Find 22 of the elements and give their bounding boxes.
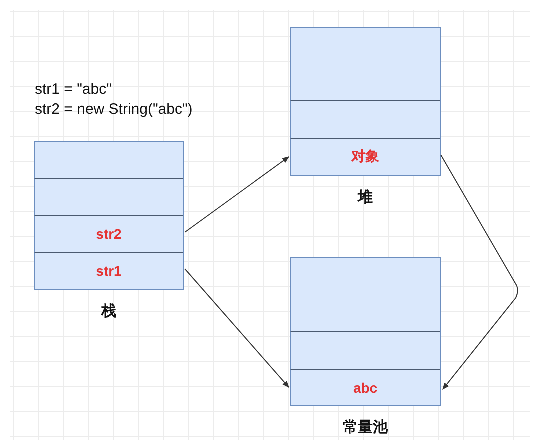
cell-text: str1 xyxy=(96,263,122,279)
memory-cell xyxy=(34,141,184,178)
cell-text: 对象 xyxy=(352,148,380,166)
block-title: 堆 xyxy=(358,188,373,207)
block-title: 栈 xyxy=(102,302,116,321)
code-text: str1 = "abc" xyxy=(35,81,112,98)
memory-cell xyxy=(290,257,441,331)
memory-cell xyxy=(290,331,441,369)
memory-cell xyxy=(290,27,441,100)
memory-cell xyxy=(34,215,184,252)
cell-text: str2 xyxy=(96,226,122,242)
memory-cell xyxy=(290,369,441,406)
code-text: str2 = new String("abc") xyxy=(35,101,193,118)
cell-text: abc xyxy=(353,380,378,396)
arrow xyxy=(184,268,290,388)
block-title: 常量池 xyxy=(343,418,388,437)
arrow xyxy=(184,156,290,233)
arrow xyxy=(440,154,518,390)
memory-cell xyxy=(34,252,184,290)
memory-cell xyxy=(34,178,184,215)
memory-cell xyxy=(290,100,441,138)
memory-cell xyxy=(290,138,441,176)
